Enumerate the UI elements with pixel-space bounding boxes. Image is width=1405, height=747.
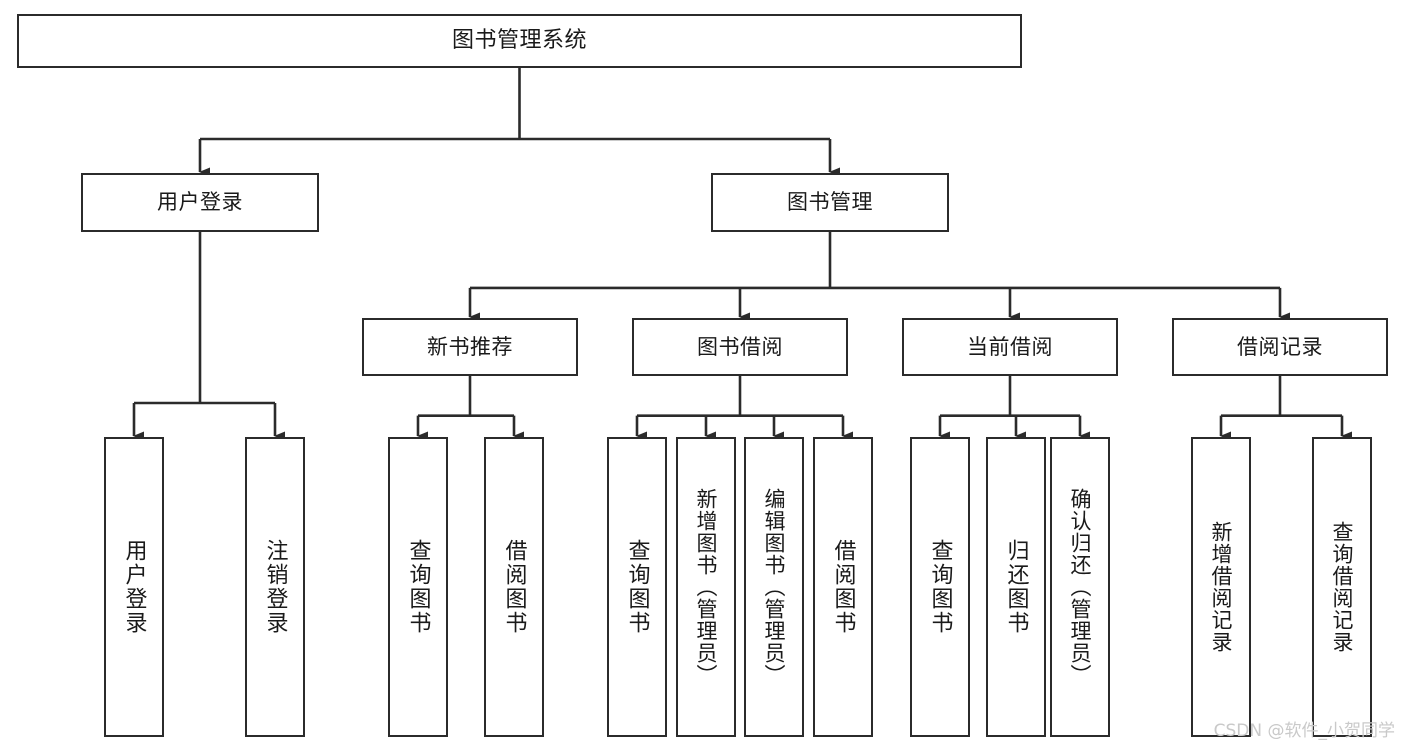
node-book-manage[interactable]: 图书管理 [711, 173, 949, 232]
node-leaf-query-book-2[interactable]: 查询图书 [607, 437, 667, 737]
node-book-borrow-label: 图书借阅 [697, 334, 783, 359]
node-leaf-logout[interactable]: 注销登录 [245, 437, 305, 737]
node-current-borrow[interactable]: 当前借阅 [902, 318, 1118, 376]
node-leaf-query-book-2-label: 查询图书 [624, 539, 650, 635]
node-user-login-label: 用户登录 [157, 190, 243, 215]
node-root[interactable]: 图书管理系统 [17, 14, 1022, 68]
node-leaf-borrow-book-2-label: 借阅图书 [830, 539, 856, 635]
node-leaf-confirm-return-label: 确认归还（管理员） [1068, 488, 1093, 686]
node-leaf-query-book-1-label: 查询图书 [405, 539, 431, 635]
node-borrow-record-label: 借阅记录 [1237, 334, 1323, 359]
node-leaf-query-book-3[interactable]: 查询图书 [910, 437, 970, 737]
node-leaf-add-record[interactable]: 新增借阅记录 [1191, 437, 1251, 737]
node-leaf-add-record-label: 新增借阅记录 [1209, 521, 1234, 653]
node-leaf-borrow-book-2[interactable]: 借阅图书 [813, 437, 873, 737]
watermark: CSDN @软件_小贺同学 [1213, 721, 1395, 741]
node-leaf-add-book-label: 新增图书（管理员） [694, 488, 719, 686]
node-new-book-recommend-label: 新书推荐 [427, 334, 513, 359]
node-leaf-user-login-label: 用户登录 [121, 539, 147, 635]
node-leaf-edit-book[interactable]: 编辑图书（管理员） [744, 437, 804, 737]
node-leaf-query-book-1[interactable]: 查询图书 [388, 437, 448, 737]
node-leaf-confirm-return[interactable]: 确认归还（管理员） [1050, 437, 1110, 737]
node-user-login[interactable]: 用户登录 [81, 173, 319, 232]
node-leaf-return-book[interactable]: 归还图书 [986, 437, 1046, 737]
node-current-borrow-label: 当前借阅 [967, 334, 1053, 359]
node-leaf-return-book-label: 归还图书 [1003, 539, 1029, 635]
node-book-borrow[interactable]: 图书借阅 [632, 318, 848, 376]
node-book-manage-label: 图书管理 [787, 190, 873, 215]
node-leaf-borrow-book-1-label: 借阅图书 [501, 539, 527, 635]
node-borrow-record[interactable]: 借阅记录 [1172, 318, 1388, 376]
node-root-label: 图书管理系统 [451, 27, 587, 53]
node-leaf-edit-book-label: 编辑图书（管理员） [762, 488, 787, 686]
node-leaf-logout-label: 注销登录 [262, 539, 288, 635]
node-leaf-query-record[interactable]: 查询借阅记录 [1312, 437, 1372, 737]
node-leaf-borrow-book-1[interactable]: 借阅图书 [484, 437, 544, 737]
node-leaf-user-login[interactable]: 用户登录 [104, 437, 164, 737]
node-leaf-query-book-3-label: 查询图书 [927, 539, 953, 635]
node-new-book-recommend[interactable]: 新书推荐 [362, 318, 578, 376]
node-leaf-query-record-label: 查询借阅记录 [1330, 521, 1355, 653]
node-leaf-add-book[interactable]: 新增图书（管理员） [676, 437, 736, 737]
